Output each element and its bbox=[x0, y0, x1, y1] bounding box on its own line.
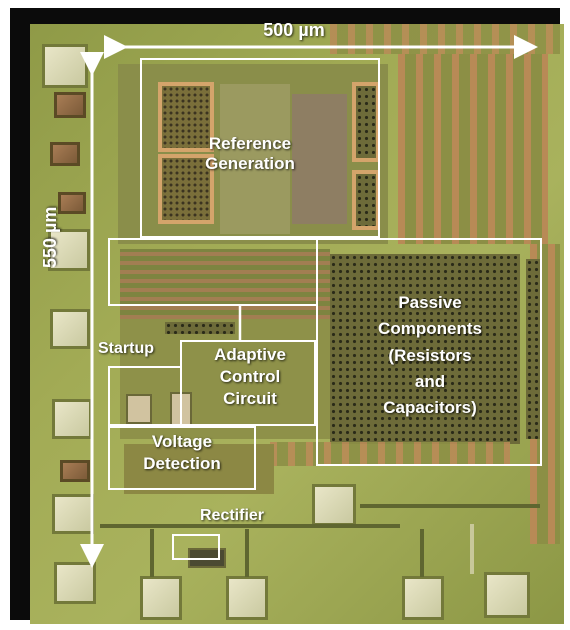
metal-trace bbox=[245, 529, 249, 577]
capacitor-array bbox=[526, 259, 540, 439]
height-dimension-label: 550 µm bbox=[40, 206, 60, 268]
capacitor-array bbox=[330, 254, 520, 444]
bond-pad bbox=[140, 576, 182, 620]
rectifier-label: Rectifier bbox=[199, 507, 265, 524]
adaptive-control-label: Adaptive Control Circuit bbox=[214, 345, 286, 409]
startup-label: Startup bbox=[98, 340, 154, 357]
resistor-array bbox=[270, 442, 510, 466]
transistor-array bbox=[158, 154, 214, 224]
circuit-area bbox=[220, 84, 290, 234]
bond-pad bbox=[484, 572, 530, 618]
metal-trace bbox=[420, 529, 424, 577]
transistor-array bbox=[158, 82, 214, 152]
bond-pad bbox=[54, 562, 96, 604]
reference-generation-label: Reference Generation bbox=[205, 134, 295, 173]
rectifier-box bbox=[172, 534, 220, 560]
bond-pad bbox=[226, 576, 268, 620]
voltage-detection-box bbox=[108, 426, 256, 490]
circuit-band bbox=[120, 249, 330, 319]
middle-region-box bbox=[108, 238, 318, 306]
reference-generation-box bbox=[140, 58, 380, 238]
chip-die-photo bbox=[30, 24, 564, 624]
voltage-detection-label: Voltage Detection bbox=[143, 432, 221, 473]
dimension-arrows bbox=[80, 35, 538, 568]
metal-trace bbox=[470, 524, 474, 574]
bond-pad bbox=[402, 576, 444, 620]
resistor-array bbox=[398, 54, 548, 244]
circuit-area bbox=[292, 94, 347, 224]
bond-pad bbox=[50, 142, 80, 166]
startup-box bbox=[108, 366, 182, 426]
transistor-array bbox=[165, 322, 235, 334]
circuit-area bbox=[124, 444, 274, 494]
cell bbox=[126, 394, 152, 424]
metal-trace bbox=[100, 524, 400, 528]
circuit-area bbox=[120, 319, 330, 439]
passive-components-box bbox=[316, 238, 542, 466]
width-dimension-label: 500 µm bbox=[263, 20, 325, 40]
metal-trace bbox=[150, 529, 154, 577]
image-frame: 500 µm 550 µm Reference Generation Passi… bbox=[10, 8, 564, 624]
passive-components-label: Passive Components (Resistors and Capaci… bbox=[378, 293, 482, 418]
metal-trace bbox=[360, 504, 540, 508]
